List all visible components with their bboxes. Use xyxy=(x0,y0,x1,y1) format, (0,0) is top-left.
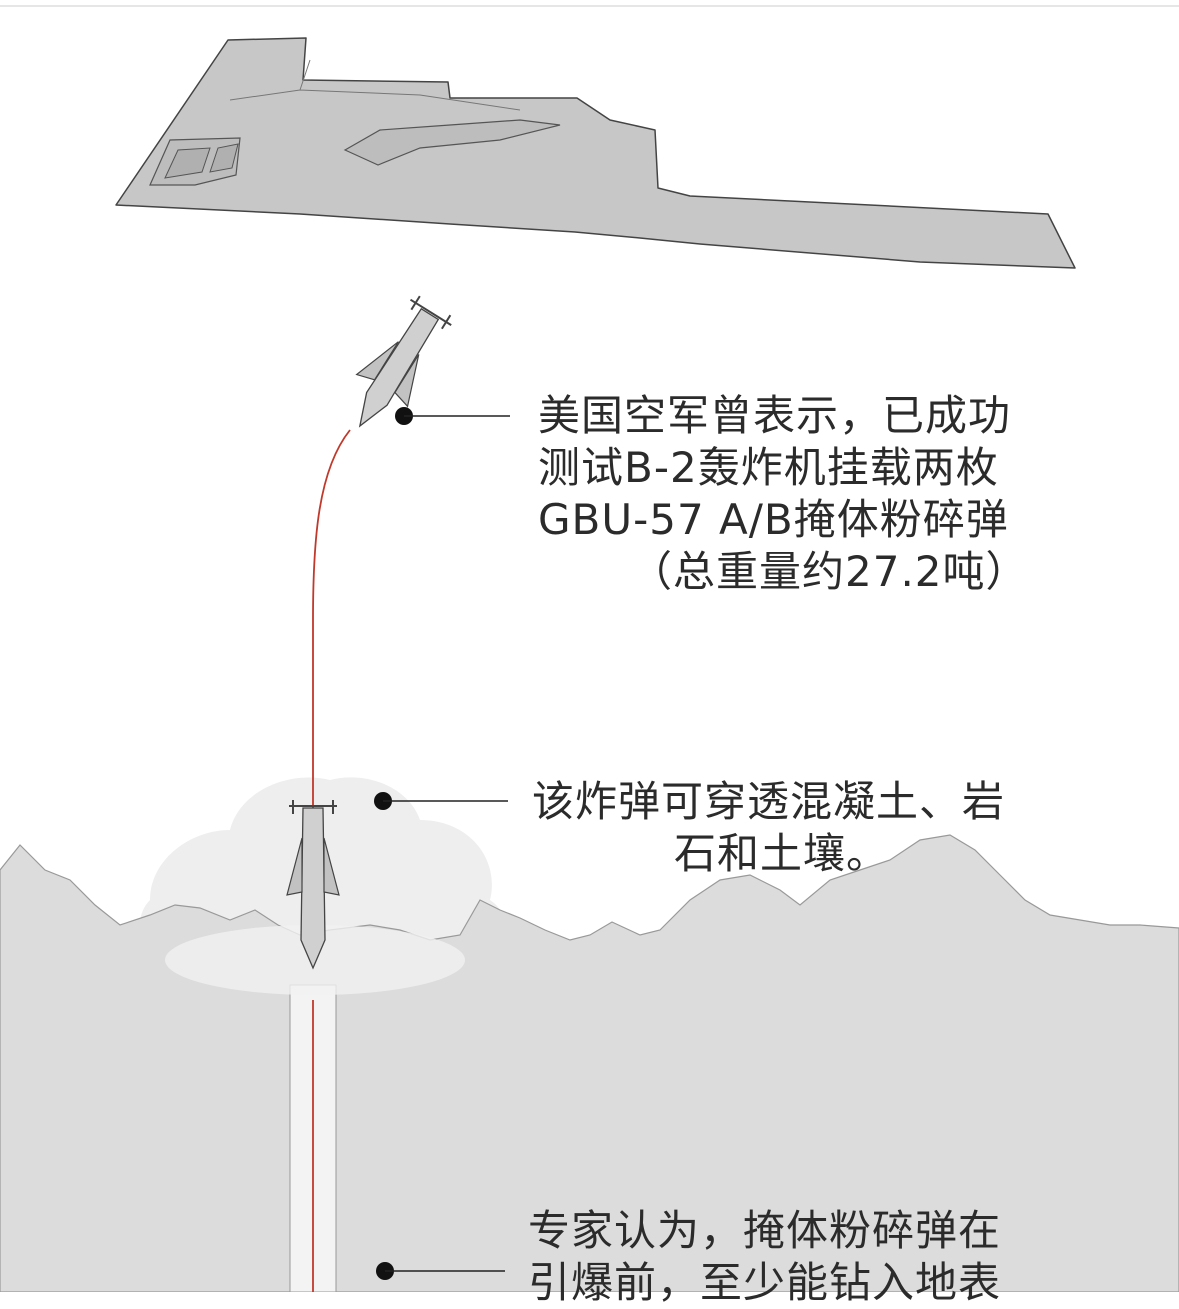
callout-release: 美国空军曾表示，已成功 测试B-2轰炸机挂载两枚 GBU-57 A/B掩体粉碎弹… xyxy=(538,390,1029,598)
callout-penetration: 该炸弹可穿透混凝土、岩 石和土壤。 xyxy=(532,776,1005,880)
leader-release xyxy=(395,407,510,425)
bomb-penetrating-fins xyxy=(286,837,340,896)
b2-bomber-illustration xyxy=(115,37,1076,269)
bomb-penetrating xyxy=(286,800,340,970)
callout-depth: 专家认为，掩体粉碎弹在 引爆前，至少能钻入地表 xyxy=(528,1205,1001,1309)
bomb-falling xyxy=(355,295,452,428)
callout-depth-line-2: 引爆前，至少能钻入地表 xyxy=(528,1258,1002,1307)
callout-release-line-3: GBU-57 A/B掩体粉碎弹 xyxy=(538,495,1009,544)
callout-penetration-line-1: 该炸弹可穿透混凝土、岩 xyxy=(532,777,1006,826)
bomb-falling-fins xyxy=(355,341,420,408)
callout-penetration-line-2: 石和土壤。 xyxy=(674,829,890,878)
bomb-penetrating-body xyxy=(300,807,326,970)
callout-release-line-2: 测试B-2轰炸机挂载两枚 xyxy=(538,443,999,492)
bomber-intake xyxy=(343,119,561,166)
callout-release-line-4: （总重量约27.2吨） xyxy=(630,547,1029,596)
bomber-windshield xyxy=(164,143,239,179)
bomb-penetrating-tail xyxy=(289,800,337,814)
trajectory-line xyxy=(312,429,351,1292)
bomb-falling-tail xyxy=(409,295,452,330)
callout-release-line-1: 美国空军曾表示，已成功 xyxy=(538,391,1012,440)
leader-penetration xyxy=(374,792,508,810)
callout-depth-line-1: 专家认为，掩体粉碎弹在 xyxy=(528,1206,1002,1255)
bomber-body xyxy=(115,37,1076,269)
leader-depth xyxy=(376,1262,505,1280)
bomber-panel-lines xyxy=(229,59,521,111)
